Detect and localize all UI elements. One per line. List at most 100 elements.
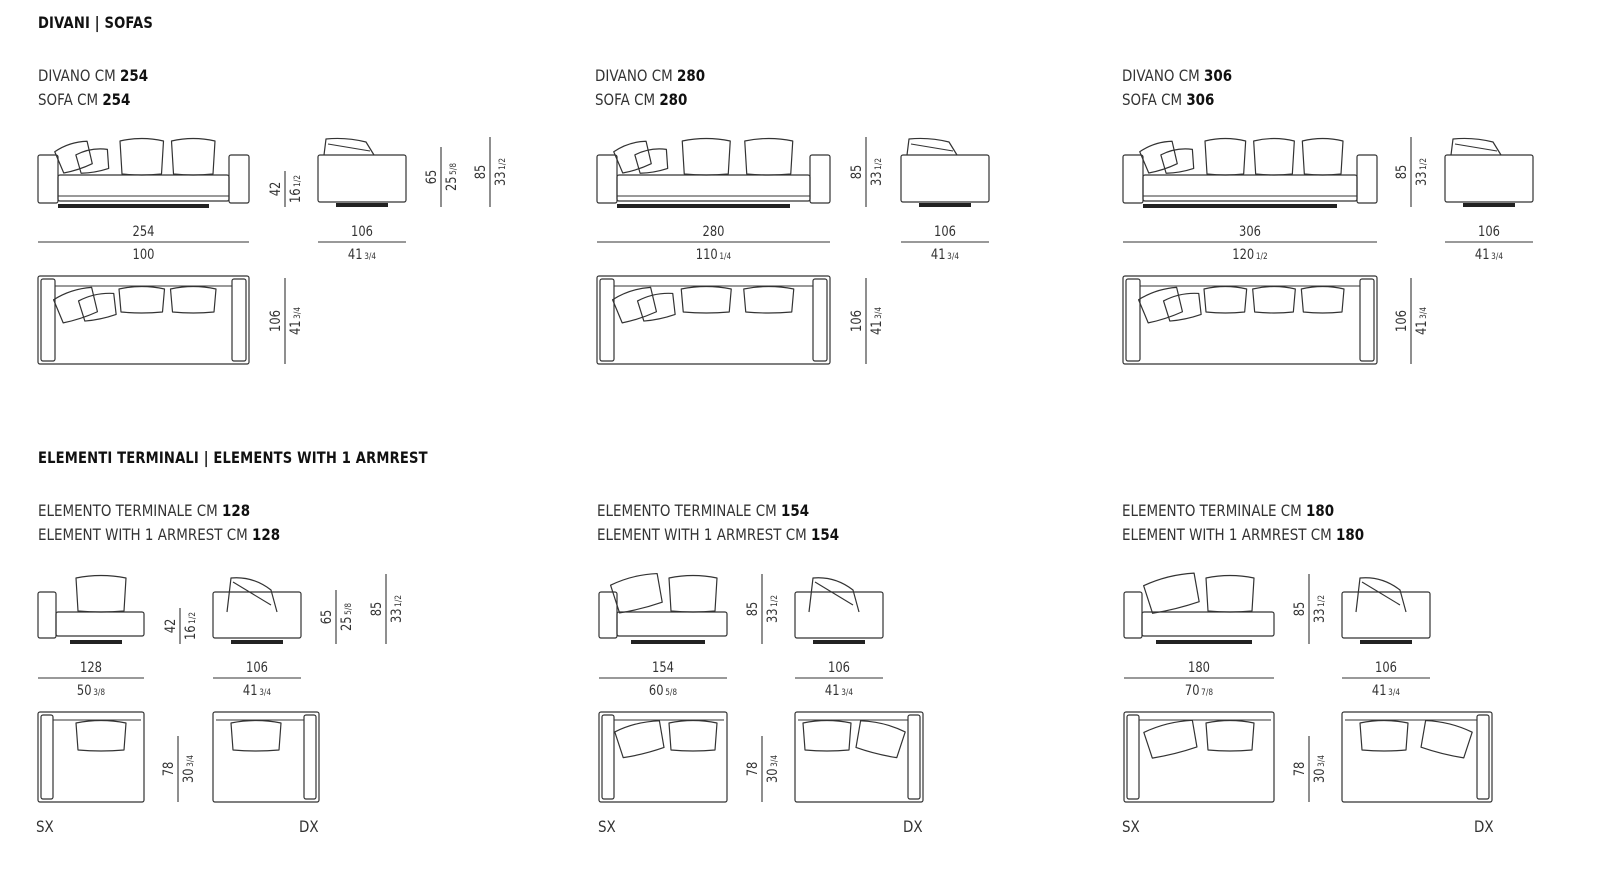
element-180-plan-sx-plan-cushion-2 xyxy=(1205,719,1255,752)
group-title-element-128: ELEMENTO TERMINALE CM 128 ELEMENT WITH 1… xyxy=(38,501,281,544)
element-154-plan-dx-outline xyxy=(794,711,924,803)
dim-sofa-306-depth-cm: 106 xyxy=(1478,224,1500,240)
sofa-306-plan-plan-back-cushion-3 xyxy=(1300,285,1345,314)
element-180-side-back-cushion xyxy=(1355,577,1407,613)
sofa-306-plan-plan-back-cushion-2 xyxy=(1252,285,1296,314)
sofa-306-front-seat xyxy=(1142,174,1358,202)
sofa-306-front-back-cushion-3 xyxy=(1301,137,1344,176)
element-128-plan-dx-plan-cushion-1 xyxy=(230,719,282,752)
element-154-plan-dx-plan-cushion-1 xyxy=(802,719,852,752)
sofa-280-front-cushion-tilted-2 xyxy=(634,148,669,174)
label-dx-154: DX xyxy=(903,817,923,836)
sofa-306-front-right-arm xyxy=(1356,154,1378,204)
element-128-side-body xyxy=(212,591,302,639)
dim-sofa-254-height-in: 331/2 xyxy=(493,158,509,186)
sofa-280-plan-plan-cushion-tilted-1 xyxy=(611,286,658,324)
section-title-sofas: DIVANI | SOFAS xyxy=(38,13,153,32)
sofa-280-front-seat xyxy=(616,174,811,202)
label-dx-128: DX xyxy=(299,817,319,836)
sofa-254-front-back-cushion-1 xyxy=(119,137,165,176)
sofa-280-side-body xyxy=(900,154,990,203)
element-154-plan-dx-arm xyxy=(907,714,921,800)
element-180-side-cushion-fold xyxy=(1361,581,1401,606)
dim-element-128-arm-h-cm: 65 xyxy=(319,610,335,625)
sofa-306-front-cushion-tilted-1 xyxy=(1139,140,1178,174)
label-sx-180: SX xyxy=(1122,817,1140,836)
sofa-254-side-body xyxy=(317,154,407,203)
sofa-306-plan-left-arm xyxy=(1125,278,1141,362)
dim-sofa-306-plan-depth-in: 413/4 xyxy=(1414,307,1430,335)
sofa-306-plan-right-arm xyxy=(1359,278,1375,362)
dim-sofa-254-seat-h-cm: 42 xyxy=(268,182,284,197)
section-title-elements: ELEMENTI TERMINALI | ELEMENTS WITH 1 ARM… xyxy=(38,448,428,467)
element-154-side-body xyxy=(794,591,884,639)
sofa-254-side-back-cushion xyxy=(323,137,375,156)
element-128-plan-sx-plan-cushion-1 xyxy=(75,719,127,752)
sofa-306-plan-plan-cushion-tilted-2 xyxy=(1162,292,1202,322)
element-180-front-cushion-1 xyxy=(1143,572,1200,614)
group-title-sofa-280: DIVANO CM 280 SOFA CM 280 xyxy=(595,66,706,109)
dim-sofa-280-plan-depth-cm: 106 xyxy=(849,310,865,332)
dim-element-180-depth-cm: 106 xyxy=(1375,660,1397,676)
element-154-plan-sx-plan-cushion-2 xyxy=(668,719,718,752)
sofa-280-side-back-cushion xyxy=(906,137,958,156)
group-title-sofa-254: DIVANO CM 254 SOFA CM 254 xyxy=(38,66,149,109)
sofa-254-front-back-cushion-2 xyxy=(170,137,216,176)
dim-sofa-280-width-cm: 280 xyxy=(703,224,725,240)
element-128-side-back-cushion xyxy=(226,577,278,613)
element-180-plan-dx-plan-cushion-2 xyxy=(1420,719,1473,759)
element-128-plan-sx-outline xyxy=(37,711,145,803)
dim-sofa-306-height-in: 331/2 xyxy=(1414,158,1430,186)
element-154-front-seat xyxy=(616,611,728,637)
element-180-plan-sx-arm xyxy=(1126,714,1140,800)
element-128-front-arm xyxy=(37,591,57,639)
sofa-306-plan-plan-back-cushion-1 xyxy=(1203,285,1248,314)
element-180-plan-dx-arm xyxy=(1476,714,1490,800)
dim-element-128-seat-h-in: 161/2 xyxy=(183,612,199,640)
dim-element-180-height-in: 331/2 xyxy=(1312,595,1328,623)
dim-element-128-plan-depth-cm: 78 xyxy=(161,762,177,777)
element-154-plan-dx-plan-cushion-2 xyxy=(855,720,906,759)
sofa-254-plan-plan-back-cushion-2 xyxy=(169,285,217,314)
dim-element-128-height-cm: 85 xyxy=(369,602,385,617)
dim-sofa-254-arm-h-cm: 65 xyxy=(424,170,440,185)
dim-element-180-plan-depth-cm: 78 xyxy=(1292,762,1308,777)
dim-element-128-depth-cm: 106 xyxy=(246,660,268,676)
dim-sofa-280-height-in: 331/2 xyxy=(869,158,885,186)
element-180-plan-dx-outline xyxy=(1341,711,1493,803)
dim-sofa-254-height-cm: 85 xyxy=(473,165,489,180)
element-180-front-cushion-2 xyxy=(1205,574,1255,613)
sofa-306-side-base xyxy=(1463,203,1515,207)
dim-sofa-254-plan-depth-in: 413/4 xyxy=(288,307,304,335)
sofa-254-plan-plan-cushion-tilted-2 xyxy=(77,292,117,322)
sofa-254-side-base xyxy=(336,203,388,207)
element-180-side-body xyxy=(1341,591,1431,639)
dim-sofa-280-plan-depth-in: 413/4 xyxy=(869,307,885,335)
dim-sofa-254-arm-h-in: 255/8 xyxy=(444,163,460,191)
sofa-306-side-body xyxy=(1444,154,1534,203)
sofa-280-front-right-arm xyxy=(809,154,831,204)
group-title-element-180: ELEMENTO TERMINALE CM 180 ELEMENT WITH 1… xyxy=(1122,501,1365,544)
sofa-306-front-base xyxy=(1143,204,1337,208)
dim-element-154-height-cm: 85 xyxy=(745,602,761,617)
sofa-280-front-base xyxy=(617,204,790,208)
element-154-front-arm xyxy=(598,591,618,639)
element-128-front-base xyxy=(70,640,122,644)
element-128-front-seat xyxy=(55,611,145,637)
sofa-254-front-cushion-tilted-1 xyxy=(54,140,93,174)
dim-element-154-height-in: 331/2 xyxy=(765,595,781,623)
dim-element-128-width-cm: 128 xyxy=(80,660,102,676)
element-180-front-base xyxy=(1156,640,1252,644)
sofa-306-front-cushion-tilted-2 xyxy=(1160,148,1195,174)
sofa-280-plan-plan-back-cushion-2 xyxy=(743,285,795,314)
dim-element-180-width-cm: 180 xyxy=(1188,660,1210,676)
sofa-254-front-base xyxy=(58,204,209,208)
sofa-280-plan-left-arm xyxy=(599,278,615,362)
element-154-front-base xyxy=(631,640,705,644)
